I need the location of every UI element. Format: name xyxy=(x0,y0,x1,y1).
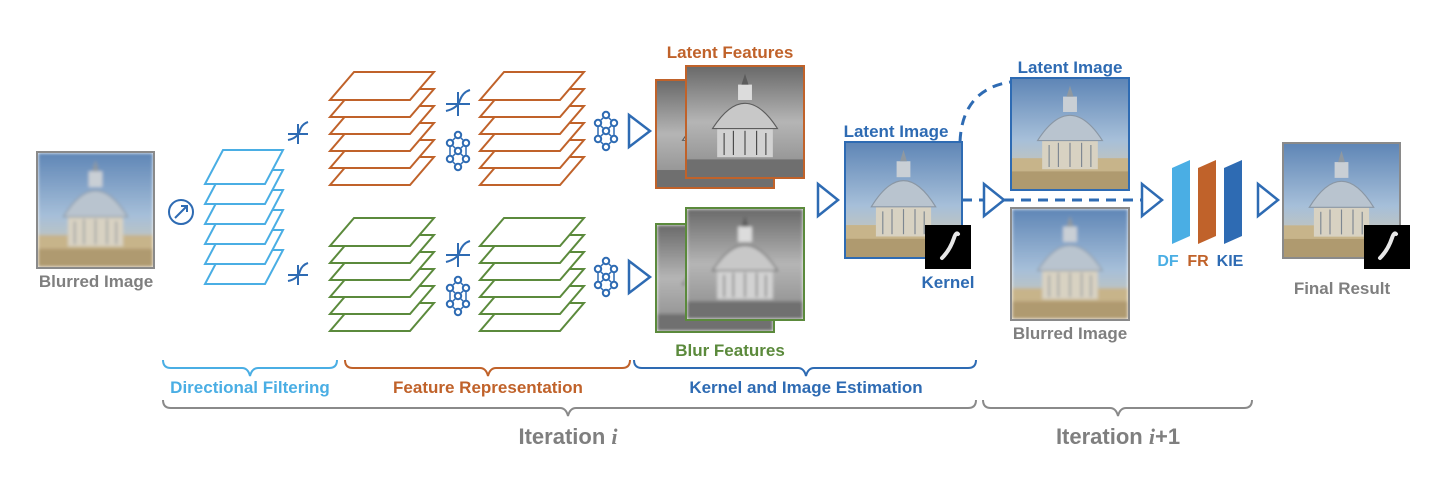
latent-image-next-label: Latent Image xyxy=(1018,58,1123,77)
latent-image-mid-label: Latent Image xyxy=(844,122,949,141)
stage-directional-filtering: Directional Filtering xyxy=(170,378,330,397)
feature-layer xyxy=(203,149,285,185)
network-node xyxy=(445,299,455,309)
network-node xyxy=(445,154,455,164)
network-node xyxy=(609,264,619,274)
triangle-arrow-icon xyxy=(627,112,1281,296)
kernel-image xyxy=(925,225,971,269)
iteration-i-label: Iteration i xyxy=(518,424,618,449)
dashed-connectors xyxy=(958,80,1142,202)
stage-kernel-image-estimation: Kernel and Image Estimation xyxy=(689,378,922,397)
stage-feature-representation: Feature Representation xyxy=(393,378,583,397)
input-blurred-label: Blurred Image xyxy=(39,272,153,291)
network-node xyxy=(593,118,603,128)
network-node xyxy=(453,291,463,301)
network-node xyxy=(461,138,471,148)
network-node xyxy=(453,146,463,156)
feature-stack-green-2 xyxy=(477,217,587,332)
network-node xyxy=(601,142,611,152)
module-bars xyxy=(1172,160,1242,244)
network-node xyxy=(461,283,471,293)
blur-features-label: Blur Features xyxy=(675,341,785,360)
network-node xyxy=(609,134,619,144)
feature-layer xyxy=(477,217,587,247)
stage-braces xyxy=(162,359,977,377)
legend-df: DF xyxy=(1157,253,1179,270)
network-node xyxy=(461,154,471,164)
directional-filter-icon xyxy=(168,199,194,225)
legend-fr: FR xyxy=(1187,253,1209,270)
latent-features-images xyxy=(655,65,805,189)
network-node xyxy=(601,288,611,298)
neural-network-icons xyxy=(445,110,619,317)
network-node xyxy=(601,126,611,136)
directional-filter-stack xyxy=(203,149,285,285)
network-node xyxy=(601,272,611,282)
feature-stack-green-1 xyxy=(327,217,437,332)
network-node xyxy=(609,280,619,290)
network-node xyxy=(593,280,603,290)
final-result-image xyxy=(1282,142,1410,269)
activation-function-icon xyxy=(445,89,471,267)
network-node xyxy=(461,299,471,309)
network-node xyxy=(601,110,611,120)
network-node xyxy=(593,134,603,144)
latent-image-next xyxy=(1010,77,1130,191)
iteration-next-label: Iteration i+1 xyxy=(1056,424,1180,449)
network-node xyxy=(453,275,463,285)
feature-layer xyxy=(327,71,437,101)
activation-function-icon xyxy=(287,121,309,285)
network-node xyxy=(453,307,463,317)
feature-stack-orange-1 xyxy=(327,71,437,186)
network-node xyxy=(609,118,619,128)
input-blurred-image xyxy=(36,151,155,269)
network-node xyxy=(453,162,463,172)
blurred-image-next-label: Blurred Image xyxy=(1013,324,1127,343)
kernel-label: Kernel xyxy=(922,273,975,292)
network-node xyxy=(445,283,455,293)
final-result-label: Final Result xyxy=(1294,279,1391,298)
network-node xyxy=(445,138,455,148)
iteration-braces xyxy=(162,399,1253,417)
latent-features-label: Latent Features xyxy=(667,43,794,62)
feature-stack-orange-2 xyxy=(477,71,587,186)
network-node xyxy=(593,264,603,274)
blur-features-images xyxy=(655,207,805,333)
legend-kie: KIE xyxy=(1217,253,1244,270)
network-node xyxy=(453,130,463,140)
blurred-image-next xyxy=(1010,207,1130,321)
network-node xyxy=(601,256,611,266)
feature-layer xyxy=(477,71,587,101)
feature-layer xyxy=(327,217,437,247)
